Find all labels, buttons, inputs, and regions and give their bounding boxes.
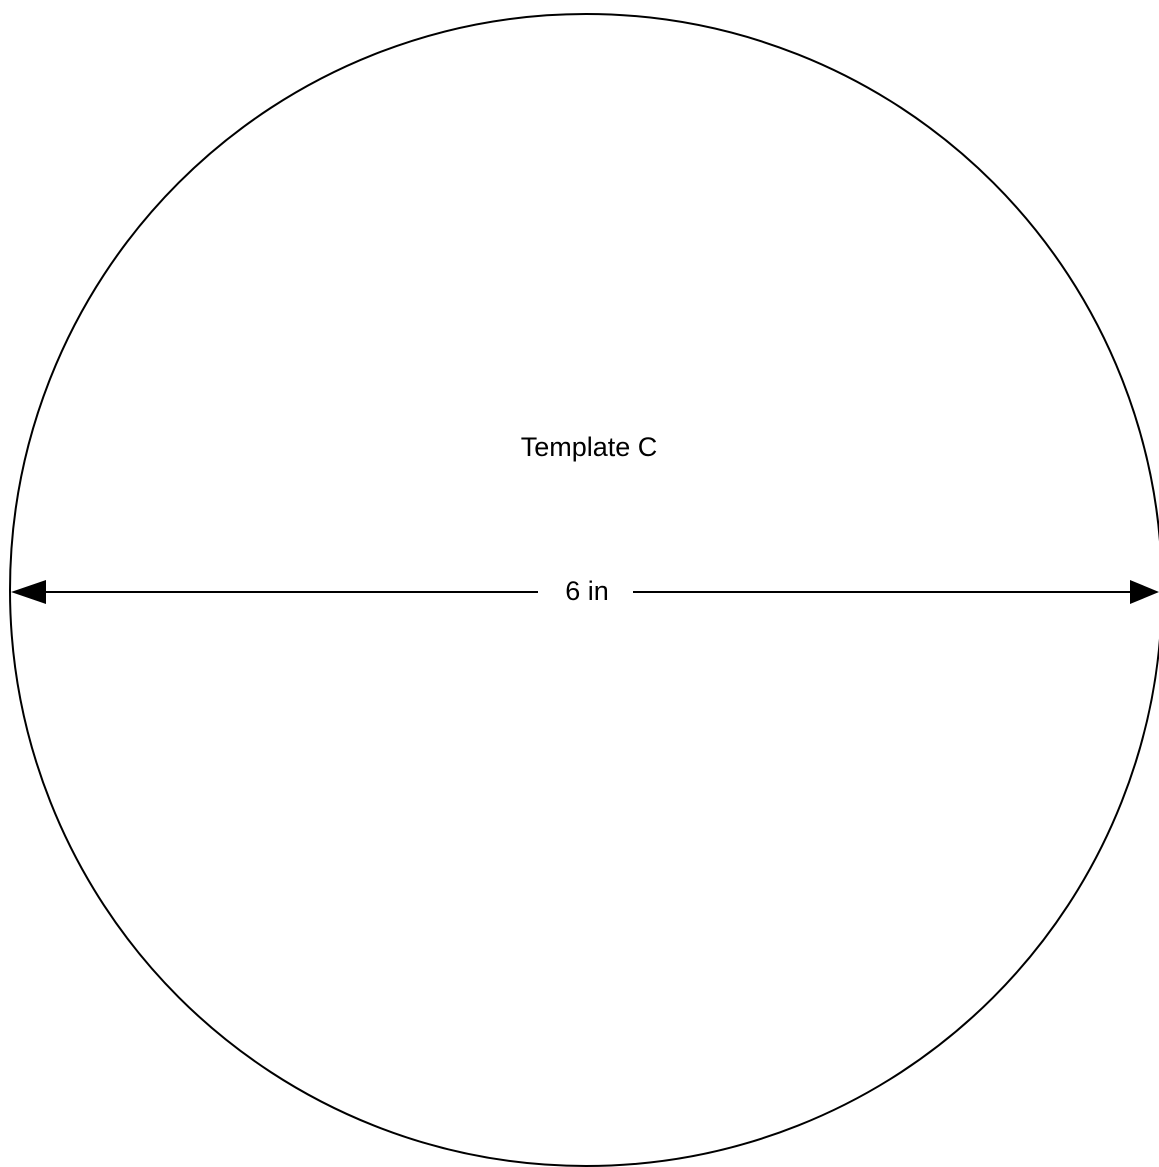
template-title: Template C bbox=[521, 432, 658, 462]
template-circle-outline bbox=[9, 13, 1159, 1167]
arrowhead-right-icon bbox=[1130, 580, 1159, 604]
arrowhead-left-icon bbox=[11, 580, 46, 604]
dimension-label: 6 in bbox=[565, 576, 609, 606]
